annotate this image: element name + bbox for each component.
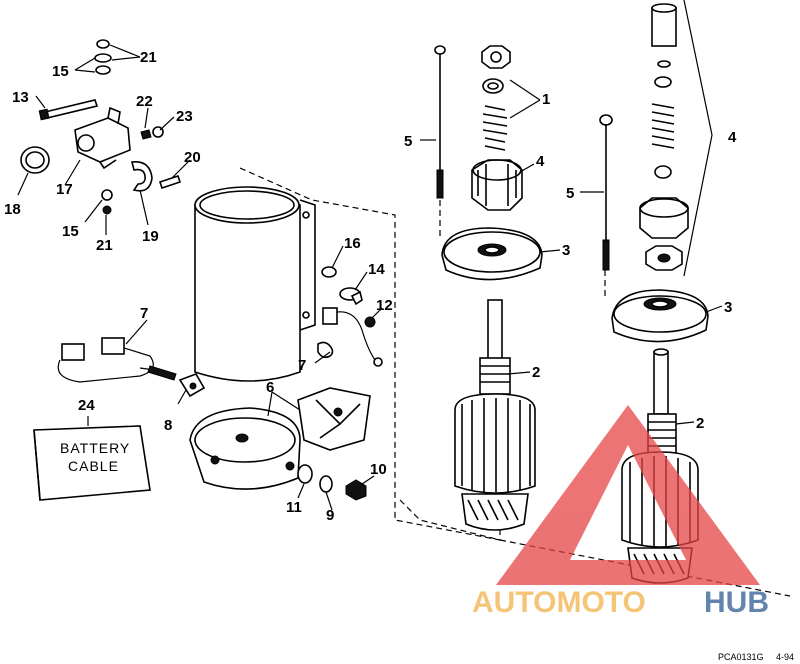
callout-15-top: 15 — [52, 63, 69, 80]
callout-4-right: 4 — [728, 129, 737, 146]
watermark: AUTOMOTO HUB — [472, 405, 769, 619]
watermark-triangle-icon — [496, 405, 760, 585]
callout-16: 16 — [344, 235, 361, 252]
pinion-stack-middle — [471, 45, 523, 211]
callout-22: 22 — [136, 93, 153, 110]
callout-6: 6 — [266, 379, 274, 396]
callout-12: 12 — [376, 297, 393, 314]
callout-9: 9 — [326, 507, 334, 524]
callout-1: 1 — [542, 91, 550, 108]
callout-11: 11 — [286, 499, 302, 516]
callout-23: 23 — [176, 108, 193, 125]
terminal-bracket — [178, 373, 206, 398]
callout-numbers: 21 15 13 22 23 20 17 18 19 15 21 16 14 1… — [4, 49, 737, 524]
callout-7-left: 7 — [140, 305, 148, 322]
callout-19: 19 — [142, 228, 159, 245]
callout-8: 8 — [164, 417, 172, 434]
starter-frame — [194, 186, 316, 382]
battery-cable-tag: BATTERY CABLE — [33, 425, 151, 501]
callout-10: 10 — [370, 461, 387, 478]
page-code: 4-94 — [776, 652, 794, 662]
callout-24: 24 — [78, 397, 95, 414]
through-bolt-middle — [434, 45, 446, 199]
callout-13: 13 — [12, 89, 29, 106]
brush-lead-left — [57, 337, 177, 383]
callout-21-top: 21 — [140, 49, 157, 66]
callout-18: 18 — [4, 201, 21, 218]
solenoid-assembly — [20, 39, 182, 215]
armature-middle — [454, 299, 536, 531]
assembly-dash-lines — [239, 167, 791, 597]
drive-end-cap-middle — [441, 227, 543, 281]
callout-7-middle: 7 — [298, 357, 306, 374]
callout-21-lower: 21 — [96, 237, 113, 254]
battery-label-line2: CABLE — [68, 458, 119, 474]
callout-3-right: 3 — [724, 299, 732, 316]
callout-5-middle: 5 — [404, 133, 412, 150]
callout-5-right: 5 — [566, 185, 574, 202]
brush-plate — [297, 387, 371, 451]
callout-4-middle: 4 — [536, 153, 545, 170]
end-cap — [189, 407, 301, 490]
callout-3-middle: 3 — [562, 242, 570, 259]
callout-2-right: 2 — [696, 415, 704, 432]
callout-20: 20 — [184, 149, 201, 166]
through-bolt-right — [599, 114, 613, 271]
bracket-4-right — [683, 0, 713, 277]
drive-end-cap-right — [611, 289, 709, 343]
leader-lines — [17, 44, 723, 511]
callout-17: 17 — [56, 181, 73, 198]
drawing-code: PCA0131G — [718, 652, 764, 662]
pinion-stack-right — [639, 3, 689, 271]
end-cap-hardware — [297, 464, 367, 501]
watermark-text-auto: AUTOMOTO — [472, 586, 646, 619]
battery-label-line1: BATTERY — [60, 440, 130, 456]
brush-lead-middle — [317, 307, 383, 367]
callout-2-middle: 2 — [532, 364, 540, 381]
callout-15-lower: 15 — [62, 223, 79, 240]
callout-14: 14 — [368, 261, 385, 278]
frame-hardware — [321, 266, 376, 328]
watermark-text-hub: HUB — [704, 586, 769, 619]
